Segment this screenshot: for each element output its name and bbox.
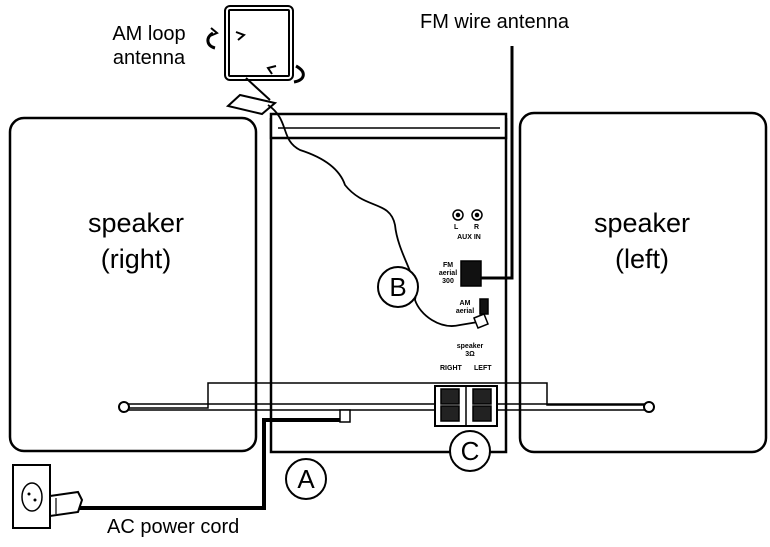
speaker-right-label-line2: (right) — [100, 244, 172, 274]
speaker-terminal-label-line1: speaker — [456, 343, 484, 350]
rear-panel — [434, 209, 498, 427]
am-loop-antenna — [206, 5, 305, 116]
aux-l-label: L — [454, 224, 459, 231]
fm-aerial-label: FM aerial 300 — [436, 262, 460, 286]
speaker-terminal-label: speaker 3Ω — [450, 343, 490, 359]
fm-aerial-label-line2: aerial — [438, 270, 458, 277]
am-antenna-cable — [267, 104, 479, 327]
ac-power-cord-label: AC power cord — [107, 516, 240, 538]
speaker-right-label-line1: speaker — [87, 208, 185, 238]
am-aerial-label: AM aerial — [452, 300, 478, 316]
speaker-right-terminal-label: RIGHT — [440, 365, 462, 372]
fm-wire-antenna — [481, 46, 514, 280]
speaker-left-label-line1: speaker — [593, 208, 691, 238]
callout-c: C — [449, 430, 491, 472]
fm-aerial-label-line3: 300 — [442, 278, 454, 285]
power-plug — [49, 490, 84, 518]
am-antenna-label-line2: antenna — [112, 47, 186, 69]
speaker-left-terminal-label: LEFT — [474, 365, 492, 372]
am-aerial-label-line2: aerial — [455, 308, 475, 315]
stand-end-right — [118, 401, 130, 413]
speaker-left-box — [518, 111, 768, 454]
speaker-right-box — [8, 116, 258, 453]
aux-r-label: R — [474, 224, 480, 231]
am-antenna-label-line1: AM loop — [112, 23, 186, 45]
am-aerial-label-line1: AM — [459, 300, 471, 307]
aux-in-label: AUX IN — [457, 234, 481, 241]
speaker-left-label-line2: (left) — [615, 244, 669, 274]
stand-bar — [122, 382, 650, 409]
speaker-terminal-label-line2: 3Ω — [465, 351, 475, 358]
callout-a: A — [285, 458, 327, 500]
am-antenna-label: AM loop antenna — [96, 22, 202, 70]
main-unit-top-lid — [269, 112, 508, 140]
speaker-right-label: speaker (right) — [48, 205, 224, 277]
stand-end-left — [643, 401, 655, 413]
fm-antenna-label: FM wire antenna — [420, 11, 569, 33]
callout-b: B — [377, 266, 419, 308]
speaker-left-label: speaker (left) — [554, 205, 730, 277]
fm-aerial-label-line1: FM — [442, 262, 454, 269]
